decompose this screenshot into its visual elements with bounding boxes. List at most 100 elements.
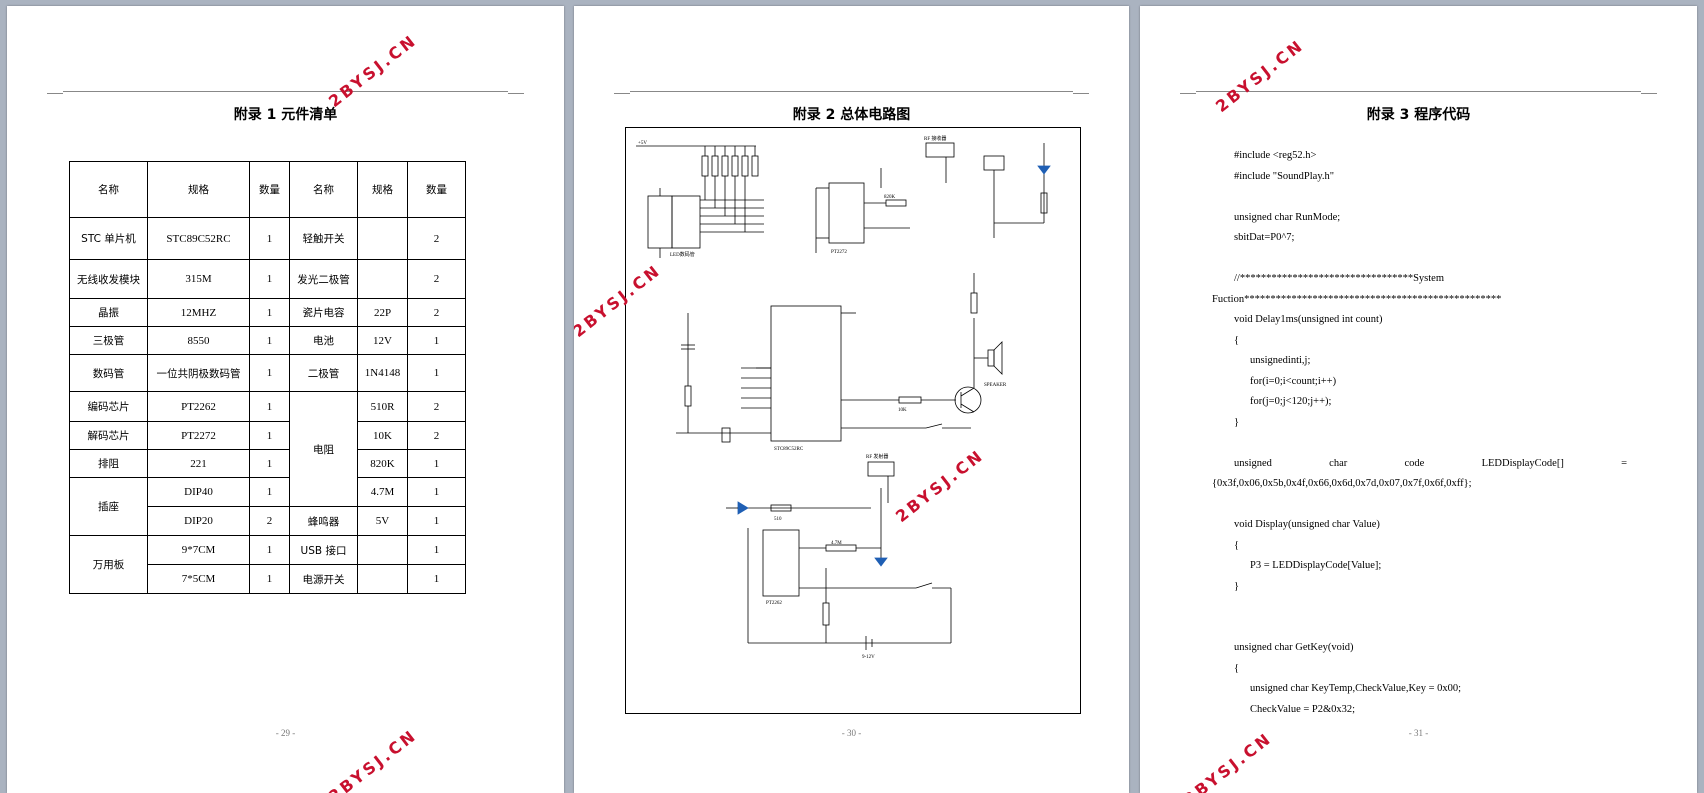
code-token: = — [1621, 457, 1627, 469]
tx-label: RF 发射器 — [866, 453, 888, 460]
cell: 510R — [357, 391, 408, 422]
cell: 12MHZ — [147, 298, 250, 327]
header-cell: 规格 — [147, 161, 250, 218]
table-row: STC 单片机 STC89C52RC 1 轻触开关 2 — [69, 217, 466, 260]
cell: 1 — [407, 564, 466, 594]
table-row: 编码芯片 PT2262 1 电阻 510R 2 — [69, 391, 466, 507]
code-line — [1212, 495, 1627, 516]
code-line: CheckValue = P2&0x32; — [1250, 703, 1356, 715]
code-line: {0x3f,0x06,0x5b,0x4f,0x66,0x6d,0x7d,0x07… — [1212, 478, 1472, 489]
cell: 插座 — [69, 477, 148, 536]
r-base-label: 10K — [898, 408, 907, 413]
r1-label: 510 — [774, 517, 782, 522]
code-token: char — [1329, 457, 1348, 469]
speaker-label: SPEAKER — [984, 383, 1007, 388]
cell — [357, 564, 408, 594]
cell: 221 — [147, 449, 250, 478]
cell: 三极管 — [69, 326, 148, 355]
code-line — [1212, 187, 1627, 208]
cell: 电源开关 — [289, 564, 358, 594]
header-cell: 数量 — [249, 161, 290, 218]
table-row: 三极管 8550 1 电池 12V 1 — [69, 326, 466, 355]
cell: 2 — [407, 391, 466, 422]
cell: 1N4148 — [357, 354, 408, 392]
cell: 电阻 — [289, 391, 358, 507]
cell: 晶振 — [69, 298, 148, 327]
pt2262-label: PT2262 — [766, 601, 782, 606]
battery-label: 9-12V — [862, 655, 875, 660]
code-line: { — [1234, 662, 1240, 674]
cell — [357, 259, 408, 299]
cell: DIP20 — [147, 506, 250, 536]
cell: STC89C52RC — [147, 217, 250, 260]
cell: 无线收发模块 — [69, 259, 148, 299]
code-token: code — [1404, 457, 1425, 469]
table-header-row: 名称 规格 数量 名称 规格 数量 — [69, 161, 466, 218]
document-page-2: 附录 2 总体电路图 — [574, 6, 1129, 793]
page-number: - 31 - — [1408, 728, 1429, 738]
cell: 万用板 — [69, 535, 148, 594]
cell: 编码芯片 — [69, 391, 148, 422]
cell: 1 — [407, 477, 466, 507]
cell: 1 — [249, 421, 290, 450]
cell: 2 — [407, 217, 466, 260]
cell: 4.7M — [357, 477, 408, 507]
cell: PT2272 — [147, 421, 250, 450]
cell: 1 — [407, 354, 466, 392]
cell: 2 — [249, 506, 290, 536]
cell: 2 — [407, 421, 466, 450]
rx-label: RF 接收器 — [924, 135, 946, 142]
document-page-1: 2BYSJ.CN 2BYSJ.CN 附录 1 元件清单 名称 规格 数量 名称 … — [7, 6, 564, 793]
vcc-label: +5V — [638, 141, 647, 146]
code-line: { — [1234, 334, 1240, 346]
cell: 10K — [357, 421, 408, 450]
cell: 二极管 — [289, 354, 358, 392]
cell: 1 — [249, 354, 290, 392]
code-line: } — [1234, 580, 1240, 592]
code-line: void Delay1ms(unsigned int count) — [1234, 314, 1383, 325]
cell: 1 — [407, 535, 466, 565]
cell: 7*5CM — [147, 564, 250, 594]
cell: STC 单片机 — [69, 217, 148, 260]
cell: 1 — [407, 449, 466, 478]
cell: 数码管 — [69, 354, 148, 392]
cell: 12V — [357, 326, 408, 355]
cell: USB 接口 — [289, 535, 358, 565]
cell: 蜂鸣器 — [289, 506, 358, 536]
cell: 解码芯片 — [69, 421, 148, 450]
header-rule — [1180, 91, 1657, 104]
code-line: //*********************************Syste… — [1234, 273, 1445, 284]
cell: 2 — [407, 298, 466, 327]
cell: 5V — [357, 506, 408, 536]
cell: 1 — [249, 535, 290, 565]
mcu-label: STC89C52RC — [774, 447, 804, 452]
code-line: { — [1234, 539, 1240, 551]
code-line: unsignedinti,j; — [1250, 355, 1311, 366]
cell — [357, 217, 408, 260]
cell: 发光二极管 — [289, 259, 358, 299]
cell: 轻触开关 — [289, 217, 358, 260]
pt2272-label: PT2272 — [831, 250, 847, 255]
code-line: for(i=0;i<count;i++) — [1250, 375, 1337, 387]
code-line: sbitDat=P0^7; — [1234, 232, 1295, 243]
code-line — [1212, 433, 1627, 454]
table-row: 插座 DIP40 1 4.7M 1 — [69, 477, 466, 536]
table-row: 晶振 12MHZ 1 瓷片电容 22P 2 — [69, 298, 466, 327]
cell: 1 — [407, 506, 466, 536]
code-token: unsigned — [1234, 457, 1272, 469]
code-line: for(j=0;j<120;j++); — [1250, 396, 1332, 407]
cell: 1 — [249, 477, 290, 507]
document-page-3: 2BYSJ.CN 2BYSJ.CN 附录 3 程序代码 #include <re… — [1140, 6, 1697, 793]
r-enc-label: 4.7M — [831, 541, 842, 546]
code-line — [1212, 618, 1627, 639]
header-cell: 名称 — [289, 161, 358, 218]
cell: 瓷片电容 — [289, 298, 358, 327]
page-title: 附录 3 程序代码 — [1366, 107, 1471, 123]
code-line: void Display(unsigned char Value) — [1234, 519, 1380, 530]
cell: 1 — [407, 326, 466, 355]
code-line: P3 = LEDDisplayCode[Value]; — [1250, 560, 1382, 571]
cell: 9*7CM — [147, 535, 250, 565]
table-row: 解码芯片 PT2272 1 10K 2 — [69, 421, 466, 450]
page-number: - 29 - — [275, 728, 296, 738]
table-row: 7*5CM 1 电源开关 1 — [70, 564, 466, 594]
